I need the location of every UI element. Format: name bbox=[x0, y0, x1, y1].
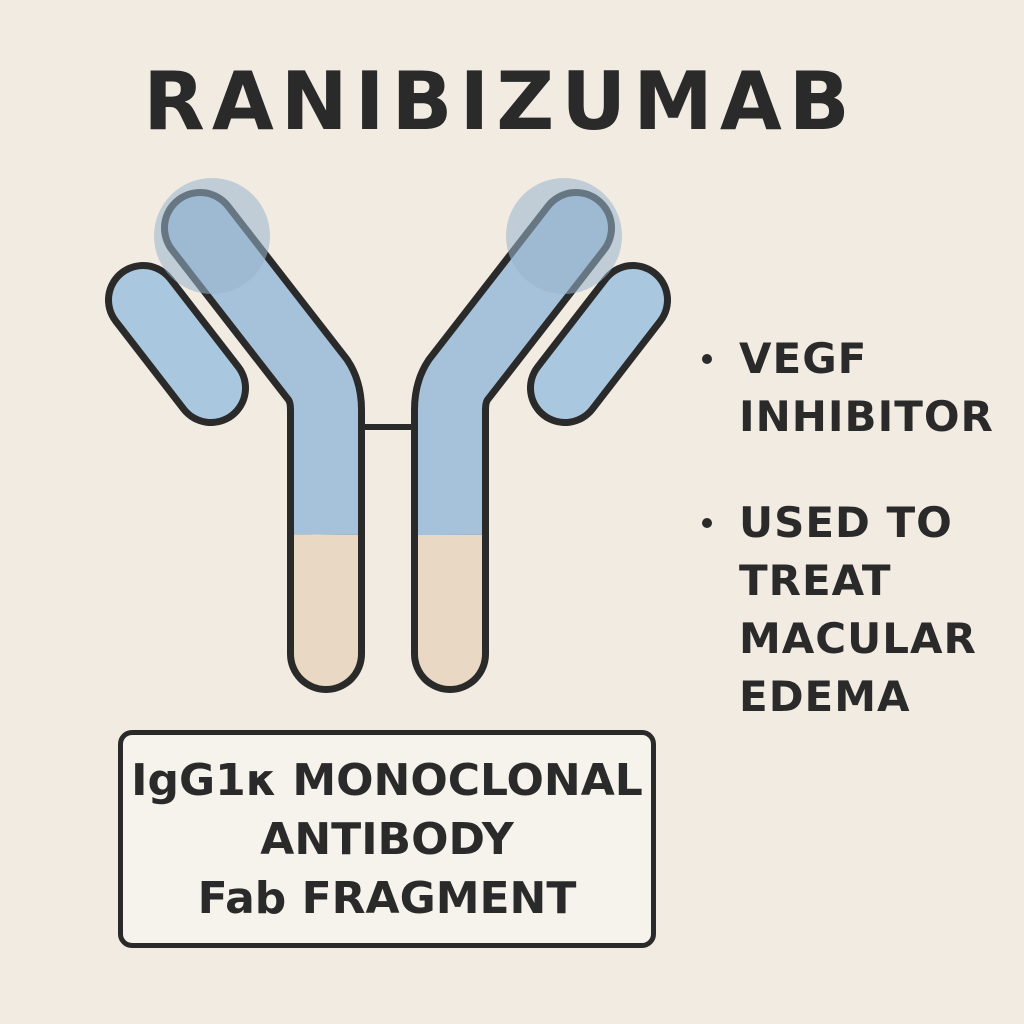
right-heavy-chain bbox=[411, 178, 622, 693]
left-heavy-chain bbox=[154, 178, 365, 693]
left-light-chain bbox=[105, 262, 249, 426]
bullet-text: VEGF INHIBITOR bbox=[739, 334, 994, 441]
page-title: RANIBIZUMAB bbox=[143, 55, 857, 148]
box-line: ANTIBODY bbox=[260, 813, 514, 865]
box-line: Fab FRAGMENT bbox=[197, 872, 577, 924]
right-light-chain bbox=[527, 262, 671, 426]
description-box: IgG1κ MONOCLONAL ANTIBODY Fab FRAGMENT bbox=[118, 730, 656, 948]
bullet-item: VEGF INHIBITOR bbox=[700, 330, 994, 446]
bullet-item: USED TO TREAT MACULAR EDEMA bbox=[700, 494, 994, 726]
bullet-text: USED TO TREAT MACULAR EDEMA bbox=[739, 498, 977, 721]
bullet-dot-icon bbox=[702, 354, 712, 364]
bullet-dot-icon bbox=[702, 518, 712, 528]
bullet-list: VEGF INHIBITOR USED TO TREAT MACULAR EDE… bbox=[700, 330, 994, 774]
box-line: IgG1κ MONOCLONAL bbox=[131, 754, 643, 806]
